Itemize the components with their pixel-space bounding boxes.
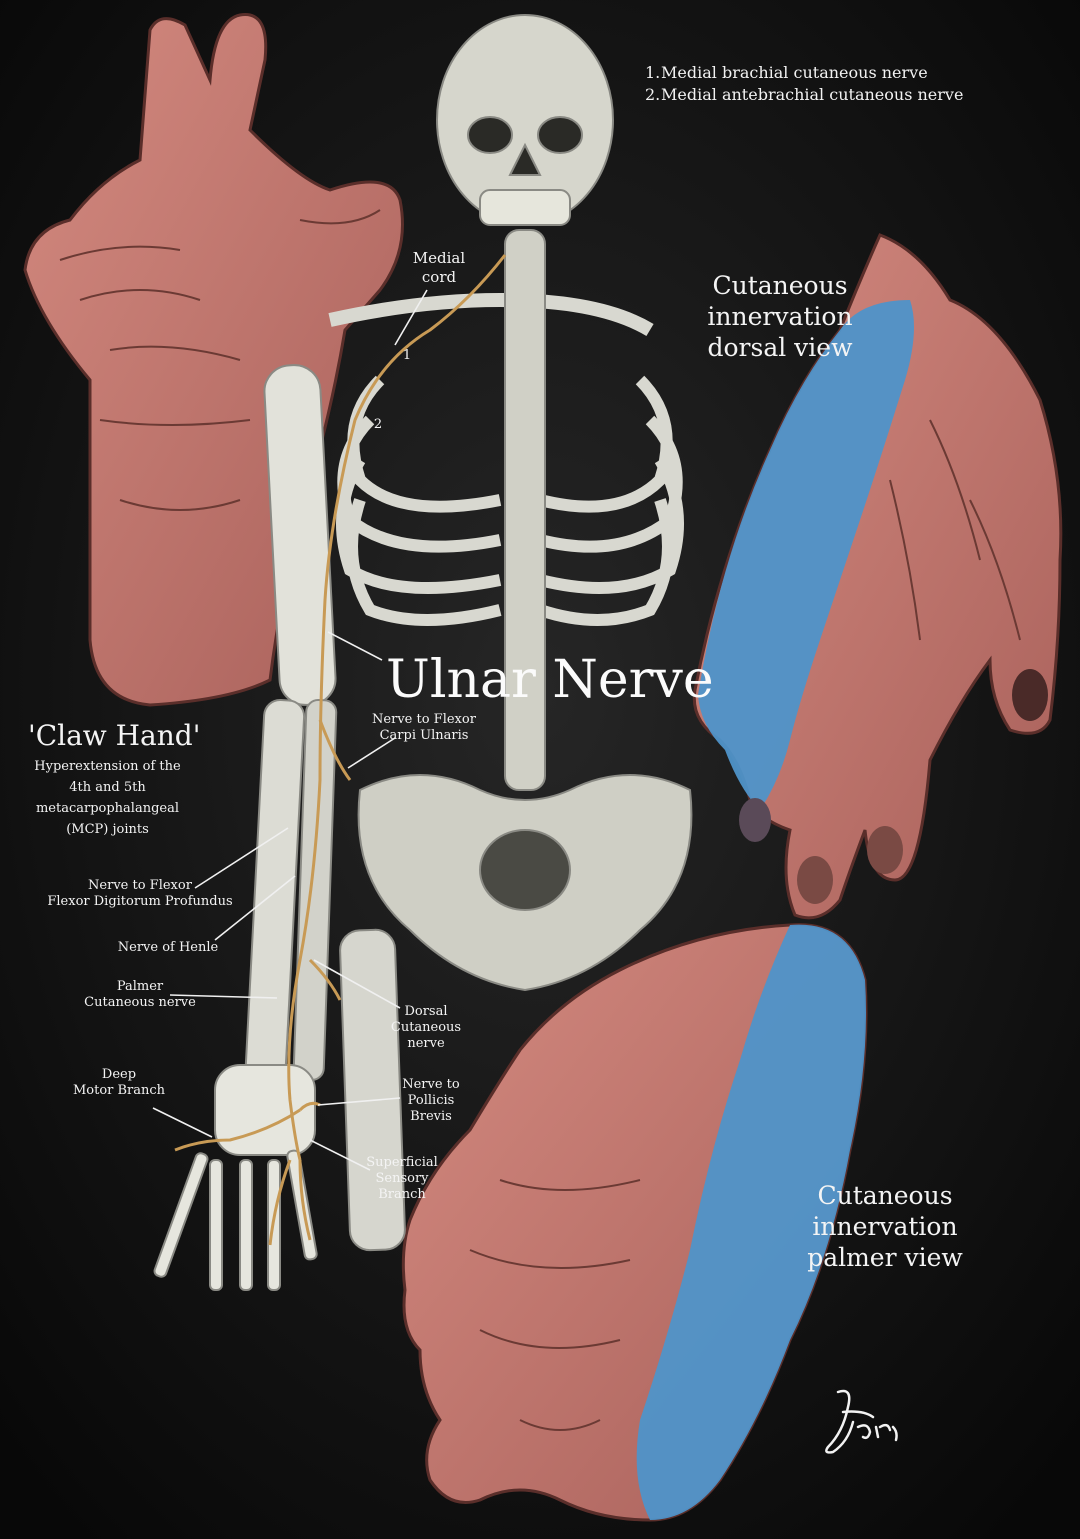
legend-item: 2.Medial antebrachial cutaneous nerve xyxy=(645,85,964,104)
nerve-of-henle-label: Nerve of Henle xyxy=(117,940,219,955)
legend-item: 1.Medial brachial cutaneous nerve xyxy=(645,63,928,82)
medial-cord-label: Medial cord xyxy=(412,249,466,286)
claw-hand-description: Hyperextension of the 4th and 5th metaca… xyxy=(34,759,181,837)
ulnar-nerve-path xyxy=(174,254,507,1246)
dorsal-view-title: Cutaneous innervation dorsal view xyxy=(707,271,853,362)
page-title: Ulnar Nerve xyxy=(386,650,714,710)
flexor-carpi-ulnaris-label: Nerve to Flexor Carpi Ulnaris xyxy=(372,712,476,743)
flexor-digitorum-label: Nerve to Flexor Flexor Digitorum Profund… xyxy=(47,878,233,909)
marker-2: 2 xyxy=(373,417,383,432)
dorsal-hand-drawing xyxy=(692,233,1063,920)
palmer-cutaneous-label: Palmer Cutaneous nerve xyxy=(84,979,196,1010)
pollicis-brevis-label: Nerve to Pollicis Brevis xyxy=(402,1077,460,1124)
palmer-view-title: Cutaneous innervation palmer view xyxy=(807,1181,963,1272)
signature-mark-icon xyxy=(825,1389,898,1454)
pointer-lines xyxy=(152,289,428,1171)
claw-hand-title: 'Claw Hand' xyxy=(28,719,201,752)
marker-1: 1 xyxy=(402,348,412,363)
dorsal-cutaneous-label: Dorsal Cutaneous nerve xyxy=(390,1004,462,1051)
deep-motor-branch-label: Deep Motor Branch xyxy=(72,1067,166,1098)
palmer-hand-drawing xyxy=(401,923,868,1522)
numbered-legend: 1.Medial brachial cutaneous nerve 2.Medi… xyxy=(645,62,963,106)
superficial-sensory-label: Superficial Sensory Branch xyxy=(366,1155,438,1202)
